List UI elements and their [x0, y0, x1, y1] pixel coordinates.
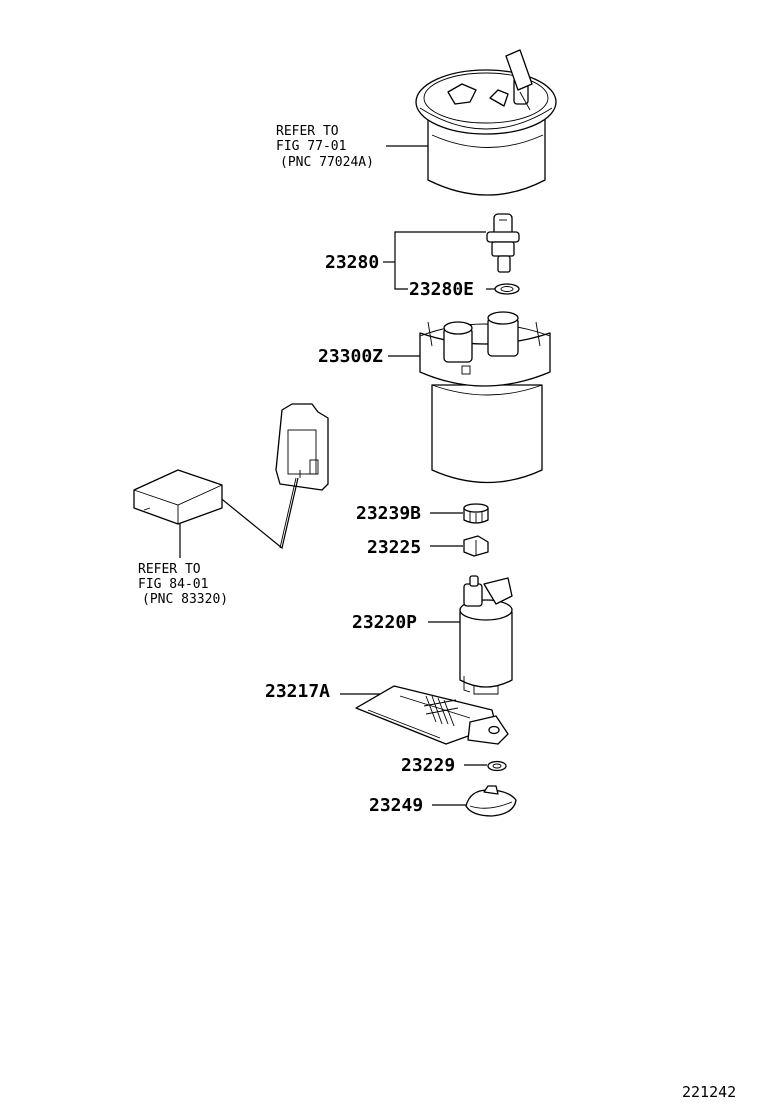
part-label-23280: 23280	[325, 252, 379, 273]
o-ring-23229	[487, 760, 507, 772]
part-label-23220P: 23220P	[352, 612, 417, 633]
sender-ref-line3: (PNC 83320)	[142, 592, 228, 607]
fuel-filter-drawing	[419, 311, 551, 484]
damper-23225-drawing	[463, 535, 489, 557]
diagram-code: 221242	[682, 1083, 736, 1101]
fuel-sender-gauge-drawing	[133, 403, 329, 550]
sender-ref-line2: FIG 84-01	[138, 577, 208, 592]
part-label-23217A: 23217A	[265, 681, 330, 702]
pressure-regulator-drawing	[486, 213, 520, 273]
part-label-23280E: 23280E	[409, 279, 474, 300]
filter-23217A-drawing	[355, 685, 509, 745]
bracket-23280	[394, 231, 486, 290]
part-label-23249: 23249	[369, 795, 423, 816]
retainer-23249-drawing	[465, 785, 517, 817]
o-ring-23280E	[494, 283, 520, 295]
fuel-pump-cover-drawing	[415, 49, 557, 196]
cushion-23239B-drawing	[463, 503, 489, 524]
part-label-23225: 23225	[367, 537, 421, 558]
fuel-pump-23220P-drawing	[459, 575, 513, 695]
top-ref-line1: REFER TO	[276, 124, 339, 139]
top-ref-line3: (PNC 77024A)	[280, 155, 374, 170]
top-ref-line2: FIG 77-01	[276, 139, 346, 154]
part-label-23239B: 23239B	[356, 503, 421, 524]
part-label-23300Z: 23300Z	[318, 346, 383, 367]
part-label-23229: 23229	[401, 755, 455, 776]
sender-ref-line1: REFER TO	[138, 562, 201, 577]
